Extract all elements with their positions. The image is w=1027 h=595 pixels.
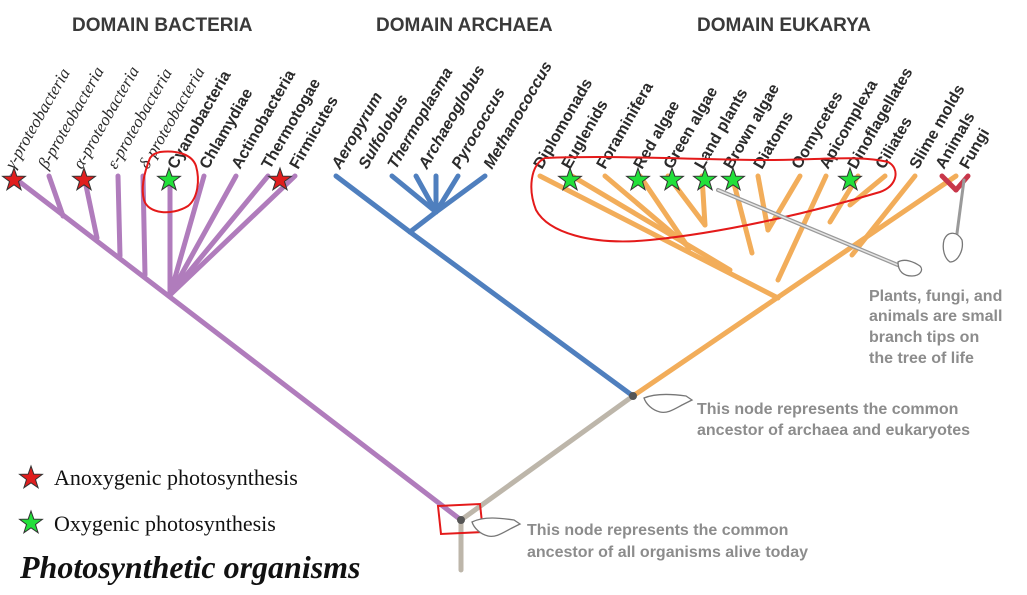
archaea-taxa-labels: Aeropyrum Sulfolobus Thermoplasma Archae… bbox=[328, 59, 556, 173]
node-hand-icon bbox=[643, 393, 694, 414]
eukarya-taxa-labels: Diplomonads Euglenids Foraminifera Red a… bbox=[531, 65, 993, 172]
archaea-eukarya-note-line-1: This node represents the common bbox=[697, 401, 958, 418]
domain-bacteria-heading: DOMAIN BACTERIA bbox=[72, 15, 253, 36]
domain-eukarya-heading: DOMAIN EUKARYA bbox=[697, 15, 871, 36]
bacteria-branches bbox=[9, 173, 464, 523]
plants-note-line-3: branch tips on bbox=[869, 329, 979, 346]
plants-note-line-2: animals are small bbox=[869, 308, 1002, 325]
root-node bbox=[457, 516, 465, 524]
legend-green-star-icon bbox=[19, 510, 43, 534]
legend-anoxygenic-label: Anoxygenic photosynthesis bbox=[54, 465, 298, 490]
cyanobacteria-highlight bbox=[141, 150, 199, 214]
root-node-note: This node represents the common ancestor… bbox=[527, 522, 808, 561]
figure-title: Photosynthetic organisms bbox=[19, 549, 361, 585]
legend: Anoxygenic photosynthesis Oxygenic photo… bbox=[19, 465, 298, 536]
plants-note-line-4: the tree of life bbox=[869, 350, 974, 367]
root-hand-icon bbox=[471, 517, 522, 538]
hand-pointer-icon bbox=[897, 259, 923, 277]
star-green-icon bbox=[660, 167, 684, 191]
archaea-eukarya-node bbox=[629, 392, 637, 400]
legend-red-star-icon bbox=[19, 465, 43, 489]
root-branches bbox=[458, 393, 636, 573]
domain-archaea-heading: DOMAIN ARCHAEA bbox=[376, 15, 553, 36]
fungi-pointer-icon bbox=[942, 178, 966, 263]
archaea-branches bbox=[333, 173, 636, 399]
plants-note: Plants, fungi, and animals are small bra… bbox=[869, 288, 1002, 367]
plants-note-line-1: Plants, fungi, and bbox=[869, 288, 1002, 305]
archaea-eukarya-node-note: This node represents the common ancestor… bbox=[697, 401, 970, 439]
pointer-stick bbox=[716, 188, 907, 270]
eukarya-highlight bbox=[530, 156, 897, 243]
animals-fungi-tips bbox=[939, 173, 971, 193]
archaea-eukarya-note-line-2: ancestor of archaea and eukaryotes bbox=[697, 422, 970, 439]
root-note-line-2: ancestor of all organisms alive today bbox=[527, 544, 808, 561]
root-note-line-1: This node represents the common bbox=[527, 522, 788, 539]
bacteria-taxa-labels: γ-proteobacteria β-proteobacteria α-prot… bbox=[1, 63, 342, 173]
legend-oxygenic-label: Oxygenic photosynthesis bbox=[54, 511, 276, 536]
